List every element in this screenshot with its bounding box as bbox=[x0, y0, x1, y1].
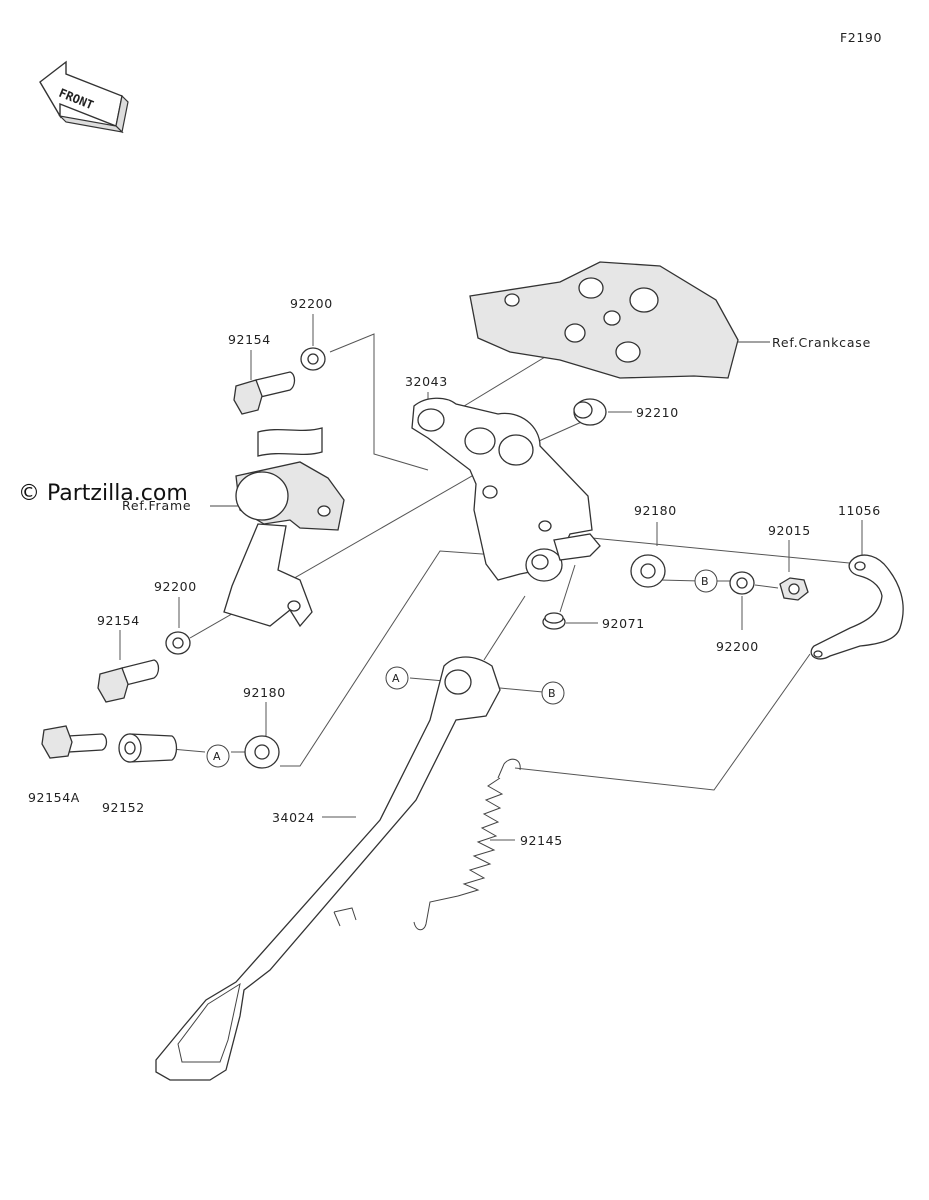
partzilla-watermark: © Partzilla.com bbox=[18, 481, 188, 506]
part-label-34024: 34024 bbox=[272, 810, 315, 825]
svg-text:A: A bbox=[392, 672, 400, 685]
frame-reference bbox=[210, 427, 345, 628]
svg-text:B: B bbox=[701, 575, 709, 588]
connector-b-lower: B bbox=[694, 569, 718, 593]
part-label-92210: 92210 bbox=[636, 405, 679, 420]
leader-lines bbox=[119, 314, 881, 841]
washer-92180-left bbox=[244, 735, 280, 769]
part-label-92200-top: 92200 bbox=[290, 296, 333, 311]
grommet-92071 bbox=[542, 612, 566, 630]
part-label-92152: 92152 bbox=[102, 800, 145, 815]
spring-92145 bbox=[413, 758, 521, 931]
washer-92200-mid bbox=[729, 571, 755, 595]
part-label-92200-bottom: 92200 bbox=[154, 579, 197, 594]
part-label-92145: 92145 bbox=[520, 833, 563, 848]
stay-11056 bbox=[810, 554, 904, 660]
part-label-92180-left: 92180 bbox=[243, 685, 286, 700]
connector-a-upper: A bbox=[385, 666, 409, 690]
ref-crankcase-label: Ref.Crankcase bbox=[772, 335, 871, 350]
side-stand-34024 bbox=[155, 656, 501, 1081]
washer-92180-right bbox=[630, 554, 666, 588]
collar-92152 bbox=[118, 733, 178, 763]
collar-92210 bbox=[573, 398, 607, 426]
part-label-92200-mid: 92200 bbox=[716, 639, 759, 654]
bolt-92154A bbox=[41, 725, 108, 759]
bolt-92154-bottom bbox=[97, 659, 160, 703]
part-label-92154A: 92154A bbox=[28, 790, 80, 805]
stand-bracket-32043 bbox=[411, 397, 601, 582]
washer-92200-top bbox=[300, 347, 326, 371]
part-label-92154-top: 92154 bbox=[228, 332, 271, 347]
nut-92015 bbox=[779, 577, 809, 601]
washer-92200-bottom bbox=[165, 631, 191, 655]
bolt-92154-top bbox=[233, 371, 296, 415]
front-arrow-icon: FRONT bbox=[39, 60, 129, 134]
svg-text:A: A bbox=[213, 750, 221, 763]
connector-b-upper: B bbox=[541, 681, 565, 705]
diagram-code: F2190 bbox=[840, 30, 882, 45]
crankcase-reference bbox=[469, 261, 770, 379]
part-label-92154-bottom: 92154 bbox=[97, 613, 140, 628]
ref-frame-label: Ref.Frame bbox=[122, 498, 191, 513]
connector-a-lower: A bbox=[206, 744, 230, 768]
part-label-92071: 92071 bbox=[602, 616, 645, 631]
part-label-11056: 11056 bbox=[838, 503, 881, 518]
part-label-32043: 32043 bbox=[405, 374, 448, 389]
part-label-92015: 92015 bbox=[768, 523, 811, 538]
svg-text:B: B bbox=[548, 687, 556, 700]
part-label-92180-right: 92180 bbox=[634, 503, 677, 518]
